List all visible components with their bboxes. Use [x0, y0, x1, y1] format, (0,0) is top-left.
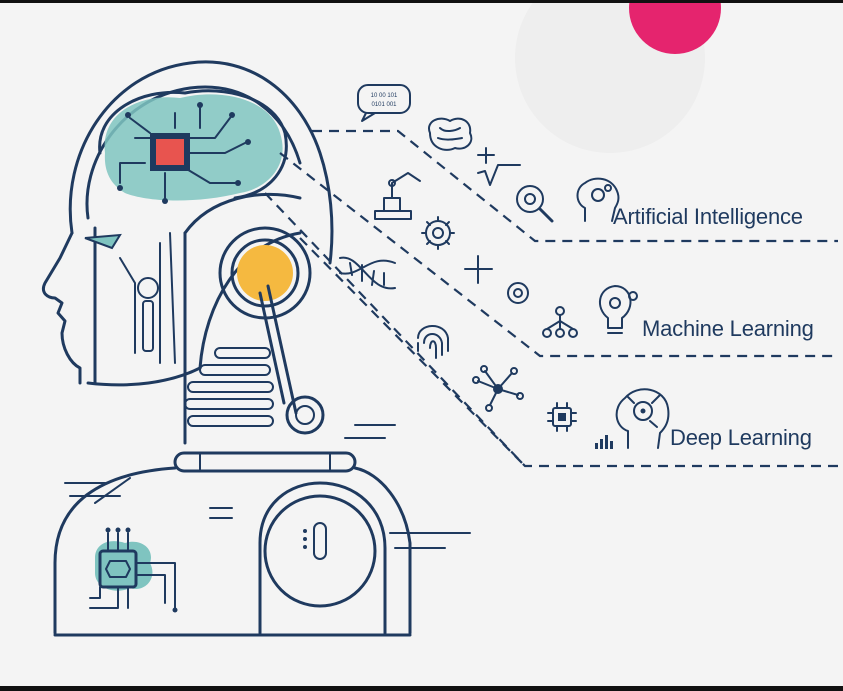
- illustration-canvas: 10 00 101 0101 001: [0, 3, 843, 686]
- svg-text:10 00 101: 10 00 101: [371, 93, 398, 99]
- hierarchy-icon: [542, 306, 578, 338]
- bar-chart-icon: [595, 435, 613, 449]
- dna-icon: [339, 256, 396, 290]
- plus-icon: [477, 147, 495, 164]
- shoulder-joint: [218, 226, 325, 435]
- cpu-chip: [156, 139, 184, 165]
- plus-icon-2: [464, 255, 493, 284]
- gear-icon: [421, 216, 455, 250]
- refresh-icon: [507, 282, 529, 304]
- ai-illustration: 10 00 101 0101 001: [41, 3, 838, 637]
- cpu-icon: [547, 402, 577, 432]
- robot-head-outline: [41, 60, 334, 445]
- speech-bubble-binary: 10 00 101 0101 001: [357, 84, 411, 122]
- label-artificial-intelligence: Artificial Intelligence: [613, 204, 803, 229]
- head-network-icon: [615, 388, 670, 449]
- chest-vents: [184, 347, 396, 439]
- fingerprint-icon: [417, 325, 449, 359]
- robot-body: [53, 451, 471, 637]
- brain-icon: [428, 117, 473, 151]
- label-machine-learning: Machine Learning: [642, 316, 814, 341]
- search-gear-icon: [516, 185, 554, 223]
- brain-circuit: [98, 89, 288, 204]
- lightbulb-gears-icon: [599, 285, 638, 334]
- network-nodes-icon: [472, 365, 524, 412]
- head-gears-icon: [576, 177, 620, 222]
- dashed-rays: [264, 129, 838, 468]
- svg-text:0101 001: 0101 001: [371, 102, 397, 108]
- robot-arm-icon: [374, 172, 421, 220]
- pink-circle: [629, 3, 721, 54]
- square-root-icon: [477, 164, 521, 186]
- label-deep-learning: Deep Learning: [670, 425, 812, 450]
